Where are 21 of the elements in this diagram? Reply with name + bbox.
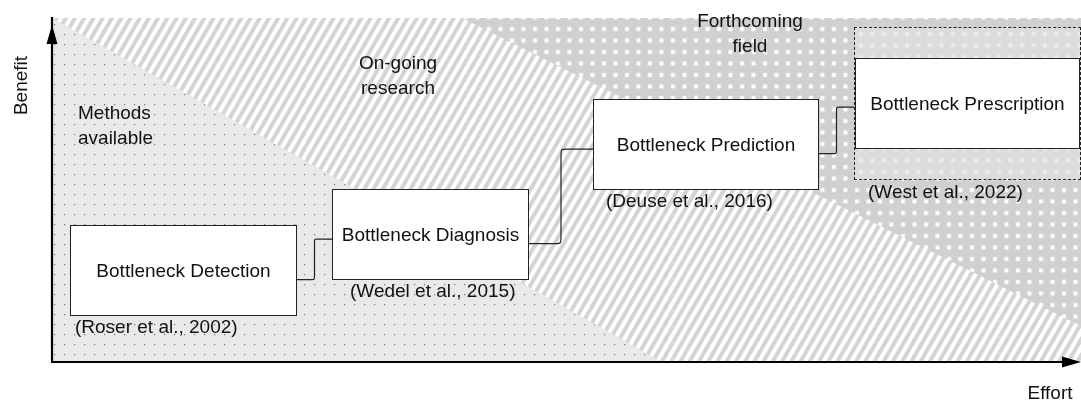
dashed-box — [854, 27, 1081, 180]
process-box — [855, 58, 1080, 149]
box-label: Bottleneck Prescription — [870, 92, 1065, 115]
citation: (West et al., 2022) — [868, 181, 1023, 203]
connector-line — [296, 238, 333, 281]
region-label: Forthcoming field — [696, 9, 804, 58]
box-label: Bottleneck Prediction — [616, 133, 796, 156]
citation: (Wedel et al., 2015) — [350, 280, 516, 302]
axis-label: Effort — [1026, 381, 1074, 403]
box-label: Bottleneck Diagnosis — [341, 223, 520, 246]
region-label: Methods available — [78, 101, 154, 150]
box-label: Bottleneck Detection — [96, 259, 271, 282]
axis-label: Benefit — [8, 54, 32, 118]
citation: (Roser et al., 2002) — [75, 316, 238, 338]
region-label: On-going research — [357, 51, 439, 100]
connector-line — [818, 106, 855, 155]
connector-line — [528, 148, 594, 245]
citation: (Deuse et al., 2016) — [606, 190, 773, 212]
process-box — [332, 189, 529, 280]
process-box — [70, 225, 297, 316]
process-box — [593, 99, 819, 190]
